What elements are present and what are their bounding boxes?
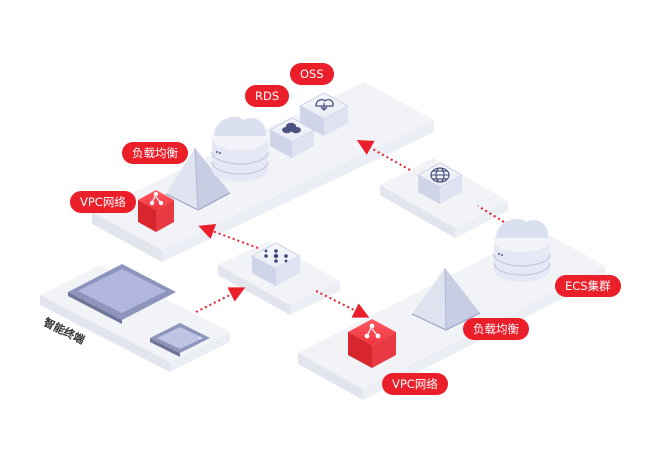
label-vpc-bottom: VPC网络 (382, 373, 448, 395)
oss-icon (299, 92, 349, 136)
label-oss: OSS (290, 63, 334, 85)
label-vpc-top: VPC网络 (70, 191, 136, 213)
vpc-icon-bottom (348, 319, 396, 368)
flow-arrows (195, 140, 505, 318)
label-ecs-cluster: ECS集群 (555, 275, 621, 297)
ecs-cloud-database-icon (493, 218, 551, 282)
arrow-middle-to-vpc (315, 290, 370, 318)
globe-icon (417, 162, 463, 204)
label-load-balancer-top: 负载均衡 (122, 142, 188, 164)
tablet-icon (68, 264, 176, 324)
label-rds: RDS (245, 85, 290, 107)
vpc-icon (138, 190, 174, 232)
arrow-ecs-to-globe (477, 205, 505, 223)
hub-icon (251, 242, 301, 286)
load-balancer-icon (165, 147, 231, 211)
phone-icon (150, 323, 210, 357)
label-load-balancer-bottom: 负载均衡 (463, 318, 529, 340)
arrow-globe-to-top (356, 140, 411, 171)
cloud-database-icon (211, 116, 269, 182)
arrow-devices-to-middle (195, 287, 246, 313)
